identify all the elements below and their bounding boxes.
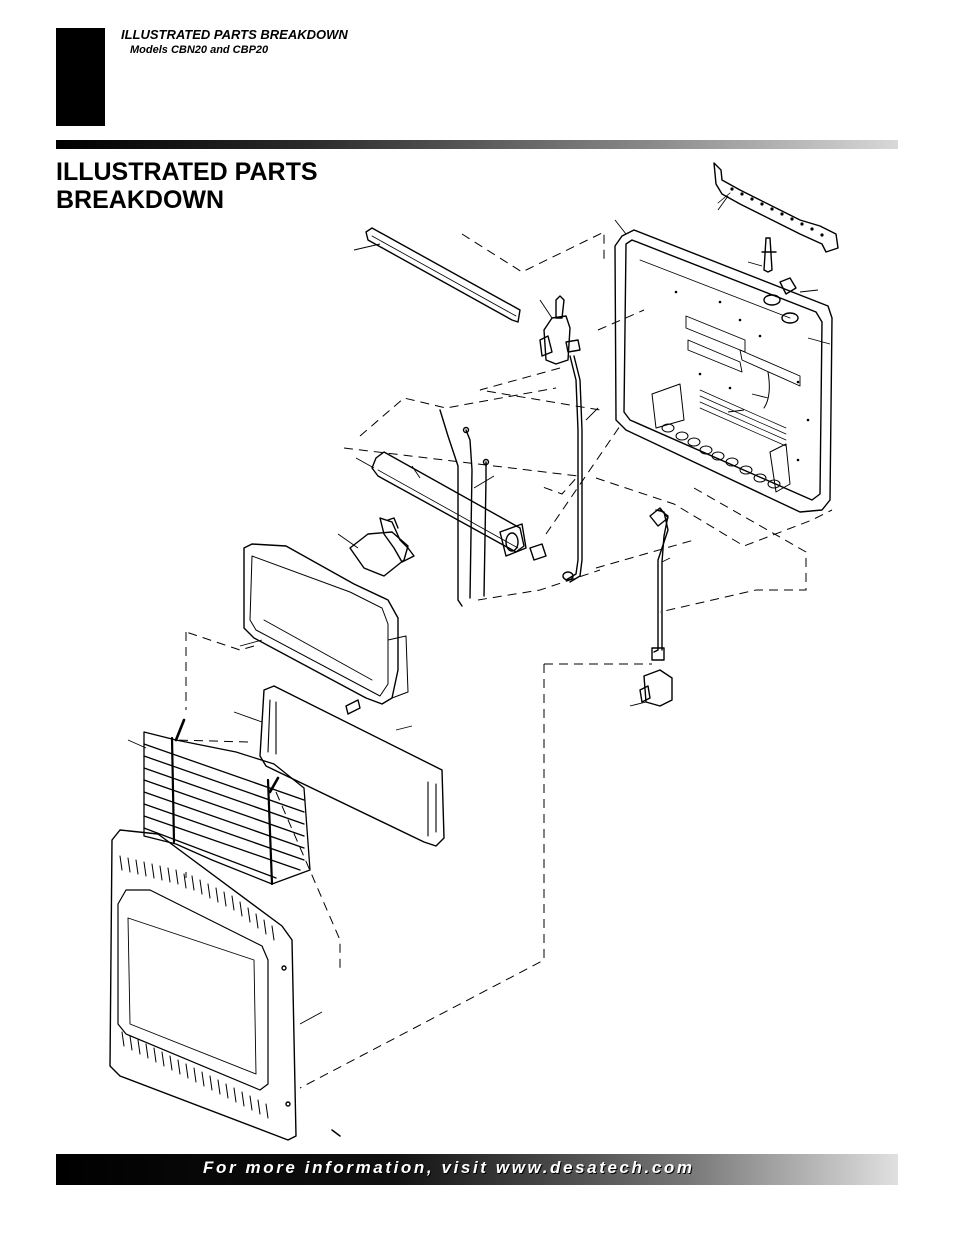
front-panel [109, 829, 341, 1141]
page-title-line-1: ILLUSTRATED PARTS [56, 158, 318, 186]
page-title: ILLUSTRATED PARTS BREAKDOWN [56, 158, 318, 214]
top-heat-shield [365, 227, 521, 323]
firebox [243, 543, 409, 715]
pilot-assembly [349, 517, 415, 577]
section-tab-marker [56, 28, 105, 126]
header-models: Models CBN20 and CBP20 [130, 44, 269, 56]
footer-link-text[interactable]: For more information, visit www.desatech… [203, 1158, 695, 1177]
rear-cabinet [614, 229, 833, 513]
ignitor-electrode [761, 237, 797, 295]
header-gradient-rule [56, 140, 898, 149]
burner-assembly [371, 409, 547, 607]
pressure-regulator [639, 669, 673, 707]
mounting-bracket [713, 162, 839, 253]
front-grille [143, 718, 311, 886]
gas-valve [539, 295, 583, 583]
header-section-title: ILLUSTRATED PARTS BREAKDOWN [121, 27, 348, 42]
footer-bar [56, 1154, 898, 1185]
radiant-panel [259, 685, 445, 847]
page-title-line-2: BREAKDOWN [56, 186, 225, 214]
inlet-pipe [649, 507, 669, 661]
